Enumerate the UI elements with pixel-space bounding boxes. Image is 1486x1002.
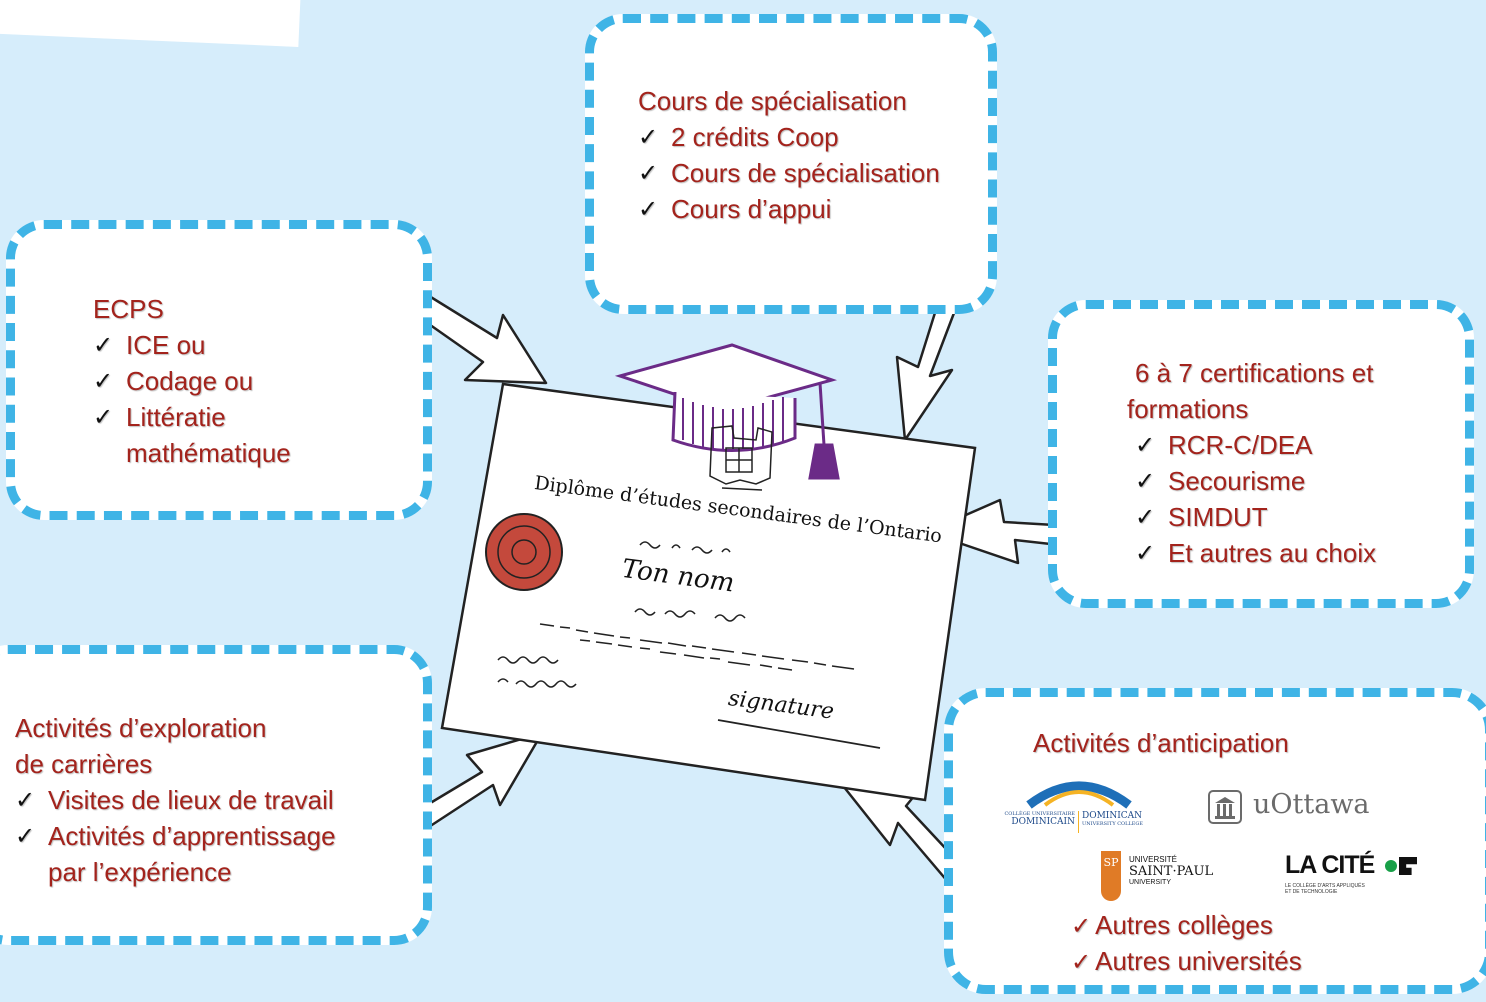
list-item: ✓Cours d’appui [638, 191, 940, 227]
list-item: ✓Autres collèges [1071, 910, 1273, 940]
check-icon: ✓ [1135, 467, 1156, 495]
logo-text: DOMINICAN [1082, 811, 1143, 821]
card-title-line2: formations [1127, 394, 1249, 424]
card-title-line2: de carrières [15, 749, 153, 779]
dominicain-logo: COLLÈGE UNIVERSITAIRE DOMINICAIN DOMINIC… [999, 769, 1159, 839]
logo-text: COLLÈGE UNIVERSITAIRE [1004, 811, 1075, 817]
list-item: ✓Cours de spécialisation [638, 155, 940, 191]
arch-icon [1026, 781, 1132, 809]
graduation-cap-icon [614, 343, 840, 480]
diploma-scribbles [497, 541, 881, 749]
check-icon: ✓ [15, 822, 36, 850]
card-specialisation: Cours de spécialisation ✓2 crédits Coop … [585, 14, 997, 314]
list-item: ✓RCR-C/DEA [1135, 427, 1376, 463]
check-icon: ✓ [93, 403, 114, 431]
logo-text: ET DE TECHNOLOGIE [1285, 889, 1338, 895]
check-icon: ✓ [15, 786, 36, 814]
logo-text: UNIVERSITY [1129, 879, 1172, 886]
card-ecps: ECPS ✓ICE ou ✓Codage ou ✓Littératie math… [6, 220, 432, 520]
coat-of-arms-icon [709, 425, 773, 491]
wax-seal-icon [485, 513, 563, 591]
list-item-continued: mathématique [126, 438, 291, 468]
list-item: ✓SIMDUT [1135, 499, 1376, 535]
saint-paul-logo: SP UNIVERSITÉ SAINT·PAUL UNIVERSITY [1101, 851, 1261, 905]
logo-text: LE COLLÈGE D'ARTS APPLIQUÉS [1285, 883, 1365, 889]
check-icon: ✓ [1071, 948, 1092, 976]
list-item: ✓ICE ou [93, 327, 291, 363]
list-item: ✓Autres universités [1071, 946, 1302, 976]
sp-mark-icon: SP [1101, 851, 1121, 901]
check-icon: ✓ [1135, 503, 1156, 531]
logo-text: UNIVERSITY COLLEGE [1082, 821, 1144, 827]
lacite-logo: LA CITÉ LE COLLÈGE D'ARTS APPLIQUÉS ET D… [1285, 851, 1445, 905]
uottawa-logo: uOttawa [1207, 789, 1397, 829]
list-item: ✓2 crédits Coop [638, 119, 940, 155]
flag-icon [1399, 857, 1417, 875]
check-icon: ✓ [1135, 431, 1156, 459]
check-icon: ✓ [93, 331, 114, 359]
card-title: Cours de spécialisation [638, 86, 907, 116]
diploma-sheet [440, 382, 977, 802]
list-item: ✓Littératie [93, 399, 291, 435]
check-icon: ✓ [93, 367, 114, 395]
list-item: ✓Visites de lieux de travail [15, 782, 336, 818]
card-certifications: 6 à 7 certifications et formations ✓RCR-… [1048, 300, 1474, 608]
card-anticipation: Activités d’anticipation COLLÈGE UNIVERS… [944, 688, 1486, 994]
building-icon [1208, 790, 1242, 824]
logo-text: LA CITÉ [1285, 851, 1375, 879]
list-item: ✓Activités d’apprentissage [15, 818, 336, 854]
green-dot-icon [1385, 860, 1397, 872]
list-item: ✓Et autres au choix [1135, 535, 1376, 571]
logo-text: uOttawa [1253, 789, 1370, 820]
logo-text: SAINT·PAUL [1129, 864, 1214, 879]
logo-text: UNIVERSITÉ [1129, 855, 1178, 864]
card-exploration: Activités d’exploration de carrières ✓Vi… [0, 645, 432, 945]
card-title-line1: 6 à 7 certifications et [1135, 358, 1374, 388]
card-title: Activités d’anticipation [1033, 728, 1289, 758]
logo-text: DOMINICAIN [1011, 817, 1075, 827]
card-title: ECPS [93, 294, 164, 324]
check-icon: ✓ [638, 195, 659, 223]
check-icon: ✓ [638, 123, 659, 151]
card-title-line1: Activités d’exploration [15, 713, 267, 743]
check-icon: ✓ [1071, 912, 1092, 940]
list-item: ✓Secourisme [1135, 463, 1376, 499]
list-item-continued: par l’expérience [48, 857, 232, 887]
list-item: ✓Codage ou [93, 363, 291, 399]
check-icon: ✓ [1135, 539, 1156, 567]
check-icon: ✓ [638, 159, 659, 187]
